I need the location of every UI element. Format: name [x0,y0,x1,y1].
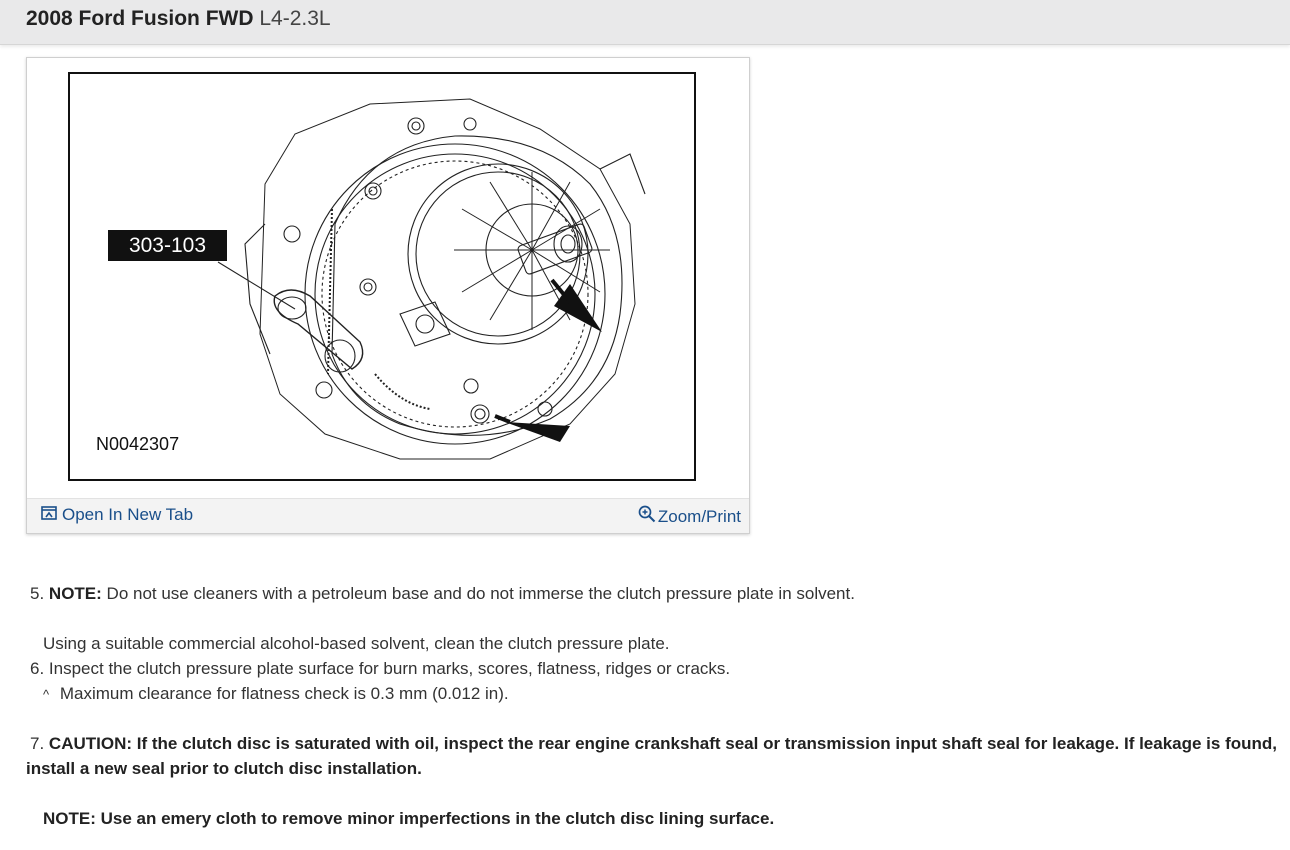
step-5-note-text: Do not use cleaners with a petroleum bas… [106,584,855,603]
step-6-number: 6. [30,659,45,678]
clutch-illustration[interactable]: 303-103 N0042307 [68,72,696,481]
step-6-bullet: ^ [43,687,50,702]
vehicle-model: 2008 Ford Fusion FWD [26,7,254,30]
step-6-sub-text: Maximum clearance for flatness check is … [59,684,509,703]
open-new-tab-link[interactable]: Open In New Tab [41,505,193,525]
open-new-tab-label: Open In New Tab [62,505,194,524]
open-new-tab-icon [41,505,57,525]
step-7-caution-line-1: CAUTION: If the clutch disc is saturated… [48,734,1277,753]
step-6-text: Inspect the clutch pressure plate surfac… [48,659,731,678]
step-5-number: 5. [30,584,45,603]
vehicle-engine: L4-2.3L [259,7,331,30]
zoom-print-link[interactable]: Zoom/Print [638,505,741,528]
zoom-icon [638,505,656,528]
step-6-sub: ^ Maximum clearance for flatness check i… [43,681,509,707]
step-5-note-label: NOTE: [48,584,102,603]
step-7-caution-line-2: install a new seal prior to clutch disc … [26,759,422,778]
step-7: 7. CAUTION: If the clutch disc is satura… [30,731,1277,756]
step-5-body: Using a suitable commercial alcohol-base… [43,634,670,653]
tool-callout-label: 303-103 [108,230,227,261]
step-7-number: 7. [30,734,45,753]
vehicle-title: 2008 Ford Fusion FWD L4-2.3L [26,7,331,31]
figure-toolbar: Open In New Tab Zoom/Print [27,498,749,533]
figure-card: 303-103 N0042307 Open In New Tab [26,57,750,534]
figure-id: N0042307 [96,434,180,454]
step-5: 5. NOTE: Do not use cleaners with a petr… [30,581,855,606]
step-6: 6. Inspect the clutch pressure plate sur… [30,656,730,681]
page-header: 2008 Ford Fusion FWD L4-2.3L [0,0,1290,45]
zoom-print-label: Zoom/Print [657,506,741,526]
step-7-note: NOTE: Use an emery cloth to remove minor… [43,809,775,828]
clutch-drawing [217,98,646,460]
